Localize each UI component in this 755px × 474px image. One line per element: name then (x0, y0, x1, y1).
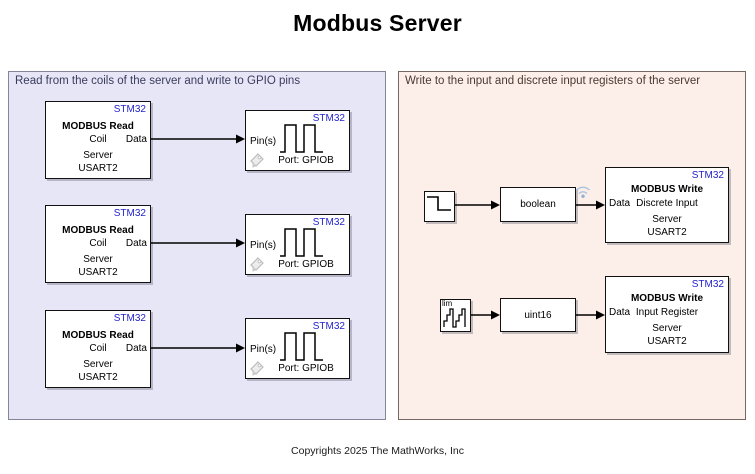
boolean-conversion-block[interactable]: boolean (500, 187, 576, 222)
tag-badge-icon (250, 153, 264, 168)
modbus-read-block[interactable]: STM32 MODBUS Read Coil Data Server USART… (45, 310, 151, 388)
modbus-write-input-register-block[interactable]: STM32 MODBUS Write Input Register Data S… (605, 276, 729, 353)
arrowhead-icon (236, 238, 245, 248)
pulse-generator-icon (427, 196, 451, 211)
input-port-label: Data (609, 198, 631, 209)
block-port-name: USART2 (78, 372, 118, 383)
uint16-conversion-block[interactable]: uint16 (500, 298, 576, 332)
block-register-label: Discrete Input (636, 198, 698, 209)
gpio-port-caption: Port: GPIOB (278, 363, 334, 374)
pulse-wave-icon (280, 332, 323, 361)
stm32-badge: STM32 (113, 208, 146, 219)
tag-badge-icon (250, 257, 264, 272)
copyright-text: Copyrights 2025 The MathWorks, Inc (291, 445, 464, 457)
block-title: MODBUS Write (630, 293, 704, 304)
stm32-badge: STM32 (312, 321, 345, 332)
stm32-badge: STM32 (113, 313, 146, 324)
conversion-type-label: boolean (520, 199, 556, 210)
arrowhead-icon (491, 200, 500, 210)
stm32-badge: STM32 (113, 104, 146, 115)
stm32-badge: STM32 (691, 170, 724, 181)
modbus-write-discrete-input-block[interactable]: STM32 MODBUS Write Discrete Input Data S… (605, 167, 729, 243)
block-port-name: USART2 (78, 267, 118, 278)
tag-badge-icon (250, 361, 264, 376)
arrowhead-icon (596, 310, 605, 320)
signal-wire[interactable] (151, 342, 246, 354)
area-label-write-registers: Write to the input and discrete input re… (405, 75, 701, 87)
gpio-port-caption: Port: GPIOB (278, 155, 334, 166)
gpio-write-block[interactable]: STM32 Pin(s) Port: GPIOB (245, 110, 350, 171)
signal-wire[interactable] (576, 309, 606, 321)
arrowhead-icon (491, 310, 500, 320)
block-title: MODBUS Read (62, 330, 134, 341)
signal-streaming-icon (576, 186, 590, 198)
arrowhead-icon (236, 343, 245, 353)
gpio-port-caption: Port: GPIOB (278, 259, 334, 270)
arrowhead-icon (236, 134, 245, 144)
block-param-label: Coil (89, 134, 107, 145)
output-port-label: Data (125, 238, 147, 249)
block-server-label: Server (83, 254, 113, 265)
block-title: MODBUS Read (62, 225, 134, 236)
input-port-label: Data (609, 307, 631, 318)
stm32-badge: STM32 (312, 113, 345, 124)
signal-wire[interactable] (455, 199, 501, 211)
pulse-wave-icon (280, 124, 323, 153)
counter-limited-block[interactable]: lim (440, 299, 471, 332)
block-title: MODBUS Read (62, 121, 134, 132)
modbus-read-block[interactable]: STM32 MODBUS Read Coil Data Server USART… (45, 205, 151, 283)
input-port-label: Pin(s) (250, 344, 277, 355)
modbus-read-block[interactable]: STM32 MODBUS Read Coil Data Server USART… (45, 101, 151, 179)
stm32-badge: STM32 (691, 279, 724, 290)
block-register-label: Input Register (635, 307, 699, 318)
signal-wire[interactable] (576, 199, 606, 211)
signal-wire[interactable] (151, 237, 246, 249)
block-port-name: USART2 (647, 336, 687, 347)
counter-limit-label: lim (442, 299, 453, 308)
block-port-name: USART2 (78, 163, 118, 174)
annotation-area-read-coils[interactable]: Read from the coils of the server and wr… (8, 71, 386, 420)
conversion-type-label: uint16 (524, 309, 552, 321)
block-port-name: USART2 (647, 227, 687, 238)
block-server-label: Server (652, 214, 682, 225)
block-param-label: Coil (89, 343, 107, 354)
stm32-badge: STM32 (312, 217, 345, 228)
annotation-area-write-registers[interactable]: Write to the input and discrete input re… (398, 71, 746, 420)
input-port-label: Pin(s) (250, 240, 277, 251)
pulse-wave-icon (280, 228, 323, 257)
pulse-generator-block[interactable] (424, 191, 455, 222)
signal-wire[interactable] (151, 133, 246, 145)
block-server-label: Server (83, 150, 113, 161)
arrowhead-icon (596, 200, 605, 210)
block-server-label: Server (83, 359, 113, 370)
output-port-label: Data (125, 343, 147, 354)
stair-wave-icon (443, 308, 466, 328)
block-param-label: Coil (89, 238, 107, 249)
signal-wire[interactable] (471, 309, 501, 321)
output-port-label: Data (125, 134, 147, 145)
input-port-label: Pin(s) (250, 136, 277, 147)
gpio-write-block[interactable]: STM32 Pin(s) Port: GPIOB (245, 318, 350, 379)
gpio-write-block[interactable]: STM32 Pin(s) Port: GPIOB (245, 214, 350, 275)
block-title: MODBUS Write (630, 184, 704, 195)
model-title: Modbus Server (293, 10, 462, 36)
block-server-label: Server (652, 323, 682, 334)
area-label-read-coils: Read from the coils of the server and wr… (15, 75, 301, 87)
